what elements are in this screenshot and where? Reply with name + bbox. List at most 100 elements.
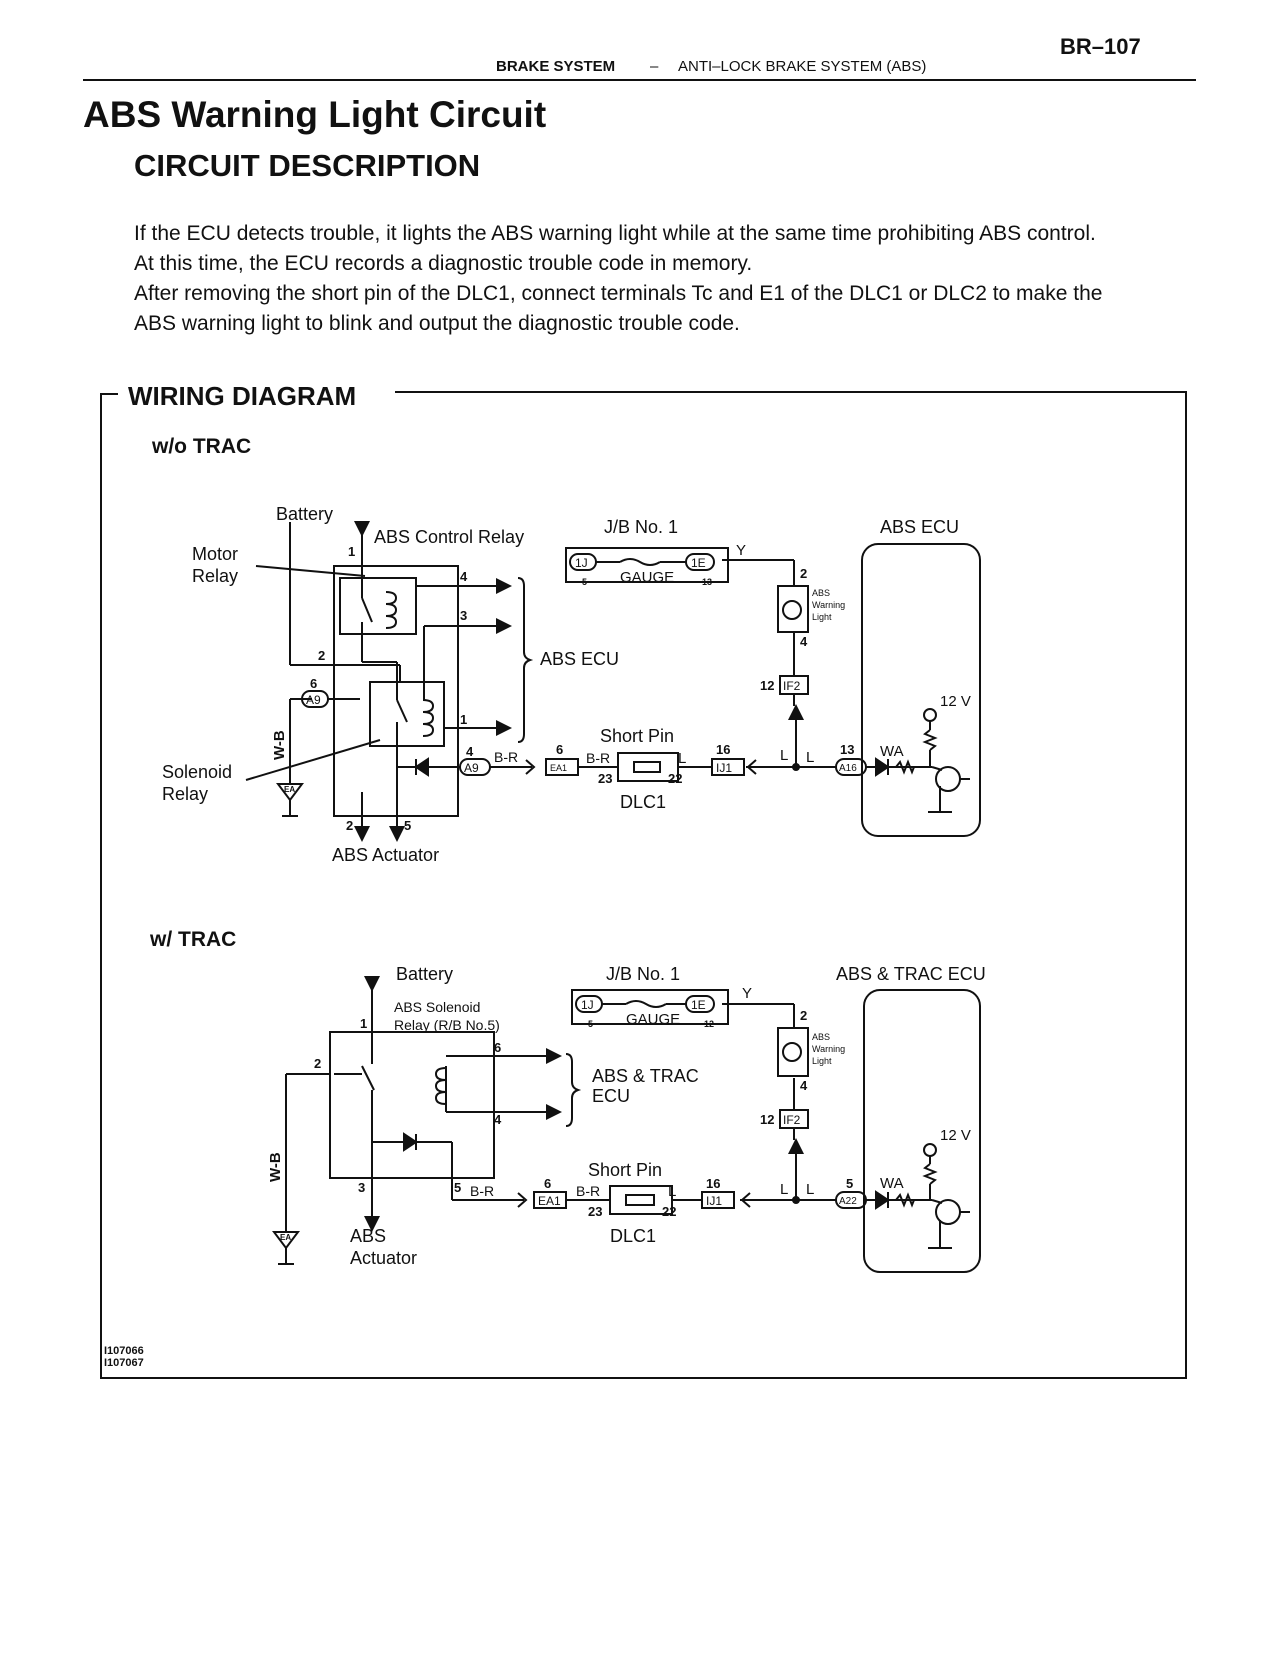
connector-a22: A22 [839, 1196, 857, 1207]
wire-br: B-R [586, 750, 610, 766]
pin-number: 3 [358, 1180, 365, 1195]
label-wa: WA [880, 1175, 904, 1192]
pin-number: 1 [348, 544, 355, 559]
solenoid-relay-inner [369, 681, 445, 747]
wire-br: B-R [494, 749, 518, 765]
pin-number: 5 [582, 577, 587, 587]
pin-number: 4 [800, 1078, 808, 1093]
connector-ij1: IJ1 [706, 1194, 722, 1208]
pin-number: 23 [588, 1204, 602, 1219]
wire-l: L [806, 1181, 814, 1198]
jb-no1-box [565, 547, 729, 583]
wire-y: Y [736, 542, 746, 559]
label-abs-ecu-title: ABS ECU [880, 517, 959, 537]
label-abs-actuator: ABS [350, 1226, 386, 1246]
figure-id: I107067 [104, 1357, 144, 1369]
connector-a9: A9 [306, 693, 321, 707]
pin-number: 16 [716, 742, 730, 757]
label-dlc1: DLC1 [610, 1226, 656, 1246]
label-wo-trac: w/o TRAC [151, 435, 251, 458]
wire-l: L [678, 750, 686, 767]
wire-l: L [806, 749, 814, 766]
wire-br: B-R [576, 1183, 600, 1199]
label-abs-trac-ecu-side: ECU [592, 1086, 630, 1106]
abs-trac-ecu-box [863, 989, 981, 1273]
label-battery: Battery [276, 504, 333, 524]
abs-solenoid-relay-box [329, 1031, 495, 1179]
label-battery: Battery [396, 964, 453, 984]
pin-number: 3 [460, 608, 467, 623]
warning-light-label: Warning [812, 600, 845, 610]
connector-ij1: IJ1 [716, 761, 732, 775]
label-abs-solenoid-relay: Relay (R/B No.5) [394, 1017, 500, 1033]
warning-light-label: Light [812, 1056, 832, 1066]
description-line: After removing the short pin of the DLC1… [134, 282, 1103, 305]
wire-wb: W-B [271, 730, 288, 760]
label-12v: 12 V [940, 1127, 971, 1144]
section-heading: CIRCUIT DESCRIPTION [134, 148, 481, 183]
header-rule [83, 79, 1196, 81]
pin-number: 6 [310, 676, 317, 691]
pin-number: 2 [314, 1056, 321, 1071]
label-abs-ecu-side: ABS ECU [540, 649, 619, 669]
label-12v: 12 V [940, 693, 971, 710]
pin-number: 4 [466, 744, 474, 759]
warning-light-label: Light [812, 612, 832, 622]
pin-number: 22 [662, 1204, 676, 1219]
connector-ea1: EA1 [550, 763, 567, 773]
pin-number: EA [280, 1233, 291, 1242]
connector-1j: 1J [575, 556, 588, 570]
pin-number: 5 [404, 818, 411, 833]
header-separator: – [650, 58, 659, 75]
abs-ecu-box [861, 543, 981, 837]
pin-number: 2 [800, 566, 807, 581]
pin-number: 5 [454, 1180, 461, 1195]
diagram-title: WIRING DIAGRAM [128, 381, 356, 411]
pin-number: 6 [556, 742, 563, 757]
label-solenoid-relay: Solenoid [162, 762, 232, 782]
description-line: ABS warning light to blink and output th… [134, 312, 740, 335]
pin-number: 6 [544, 1176, 551, 1191]
warning-light-label: ABS [812, 1032, 830, 1042]
pin-number: EA [284, 785, 295, 794]
connector-a16: A16 [839, 763, 857, 774]
label-motor-relay: Motor [192, 544, 238, 564]
wire-l: L [780, 1181, 788, 1198]
pin-number: 4 [494, 1112, 502, 1127]
pin-number: 12 [704, 1019, 714, 1029]
warning-light-label: Warning [812, 1044, 845, 1054]
pin-number: 2 [800, 1008, 807, 1023]
circuit-with-trac [272, 976, 981, 1273]
pin-number: 5 [588, 1019, 593, 1029]
pin-number: 6 [494, 1040, 501, 1055]
pin-number: 23 [598, 771, 612, 786]
pin-number: 2 [318, 648, 325, 663]
label-dlc1: DLC1 [620, 792, 666, 812]
wire-wb: W-B [267, 1152, 284, 1182]
description-line: At this time, the ECU records a diagnost… [134, 252, 753, 275]
pin-number: 16 [706, 1176, 720, 1191]
label-short-pin: Short Pin [588, 1160, 662, 1180]
description-line: If the ECU detects trouble, it lights th… [134, 222, 1096, 245]
jb-no1-box [571, 989, 729, 1025]
header-section: BRAKE SYSTEM [496, 58, 616, 75]
connector-ea1: EA1 [538, 1194, 561, 1208]
label-w-trac: w/ TRAC [149, 928, 236, 951]
label-short-pin: Short Pin [600, 726, 674, 746]
wire-y: Y [742, 985, 752, 1002]
label-gauge: GAUGE [626, 1011, 680, 1028]
label-abs-trac-ecu-side: ABS & TRAC [592, 1066, 699, 1086]
pin-number: 22 [668, 771, 682, 786]
connector-if2: IF2 [783, 1113, 801, 1127]
warning-light-label: ABS [812, 588, 830, 598]
header-subsection: ANTI–LOCK BRAKE SYSTEM (ABS) [678, 58, 927, 75]
pin-number: 4 [460, 569, 468, 584]
page-title: ABS Warning Light Circuit [83, 94, 547, 135]
connector-a9: A9 [464, 761, 479, 775]
connector-1e: 1E [691, 556, 706, 570]
label-abs-solenoid-relay: ABS Solenoid [394, 999, 480, 1015]
figure-id: I107066 [104, 1345, 144, 1357]
connector-1e: 1E [691, 998, 706, 1012]
label-jb: J/B No. 1 [606, 964, 680, 984]
pin-number: 2 [346, 818, 353, 833]
